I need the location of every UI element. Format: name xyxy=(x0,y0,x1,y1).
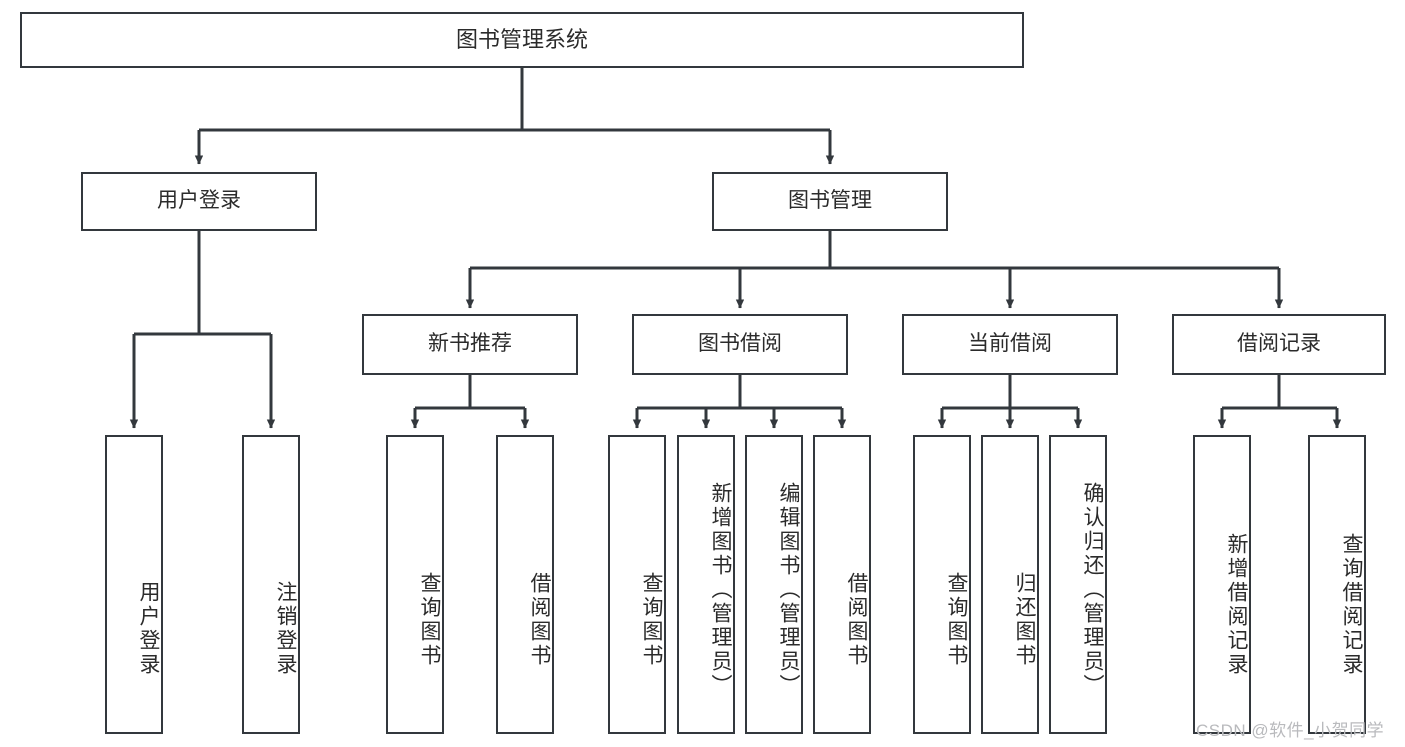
node-label: 当前借阅 xyxy=(968,332,1052,356)
edges-root xyxy=(194,68,835,165)
edges-user-login xyxy=(129,231,276,429)
node-label: 新书推荐 xyxy=(428,332,512,356)
node-label: 查询图书 xyxy=(640,571,663,668)
node-book-borrow[interactable]: 图书借阅 xyxy=(632,314,848,375)
edges-book-management xyxy=(465,231,1284,309)
leaf-query-book-1[interactable]: 查询图书 xyxy=(386,435,444,734)
edges-borrow-record xyxy=(1217,375,1342,429)
node-borrow-record[interactable]: 借阅记录 xyxy=(1172,314,1386,375)
node-label: 借阅记录 xyxy=(1237,332,1321,356)
leaf-query-record[interactable]: 查询借阅记录 xyxy=(1308,435,1366,734)
leaf-add-record[interactable]: 新增借阅记录 xyxy=(1193,435,1251,734)
leaf-borrow-book-2[interactable]: 借阅图书 xyxy=(813,435,871,734)
leaf-logout-login[interactable]: 注销登录 xyxy=(242,435,300,734)
edges-current-borrow xyxy=(937,375,1083,429)
edges-new-book-recommend xyxy=(410,375,530,429)
node-current-borrow[interactable]: 当前借阅 xyxy=(902,314,1118,375)
node-new-book-recommend[interactable]: 新书推荐 xyxy=(362,314,578,375)
node-label: 用户登录 xyxy=(137,580,160,677)
node-root-system[interactable]: 图书管理系统 xyxy=(20,12,1024,68)
node-label: 编辑图书（管理员） xyxy=(777,481,800,698)
node-label: 注销登录 xyxy=(274,580,297,677)
leaf-return-book[interactable]: 归还图书 xyxy=(981,435,1039,734)
node-label: 查询借阅记录 xyxy=(1340,532,1363,677)
node-label: 查询图书 xyxy=(418,571,441,668)
node-label: 图书借阅 xyxy=(698,332,782,356)
leaf-borrow-book-1[interactable]: 借阅图书 xyxy=(496,435,554,734)
leaf-query-book-2[interactable]: 查询图书 xyxy=(608,435,666,734)
leaf-query-book-3[interactable]: 查询图书 xyxy=(913,435,971,734)
node-label: 确认归还（管理员） xyxy=(1081,481,1104,698)
edges-book-borrow xyxy=(632,375,847,429)
node-label: 新增借阅记录 xyxy=(1225,532,1248,677)
node-user-login[interactable]: 用户登录 xyxy=(81,172,317,231)
csdn-watermark: CSDN @软件_小贺同学 xyxy=(1196,721,1385,740)
node-label: 用户登录 xyxy=(157,189,241,213)
node-label: 图书管理 xyxy=(788,189,872,213)
node-label: 图书管理系统 xyxy=(455,27,588,53)
node-label: 新增图书（管理员） xyxy=(709,481,732,698)
leaf-confirm-return[interactable]: 确认归还（管理员） xyxy=(1049,435,1107,734)
leaf-user-login[interactable]: 用户登录 xyxy=(105,435,163,734)
node-label: 借阅图书 xyxy=(845,571,868,668)
leaf-add-book[interactable]: 新增图书（管理员） xyxy=(677,435,735,734)
node-label: 查询图书 xyxy=(945,571,968,668)
node-label: 归还图书 xyxy=(1013,571,1036,668)
leaf-edit-book[interactable]: 编辑图书（管理员） xyxy=(745,435,803,734)
node-book-management[interactable]: 图书管理 xyxy=(712,172,948,231)
node-label: 借阅图书 xyxy=(528,571,551,668)
